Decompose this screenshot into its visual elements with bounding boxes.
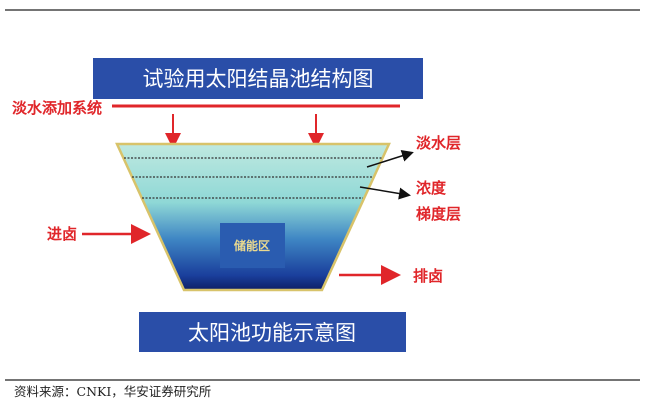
fresh-water-system-label: 淡水添加系统 bbox=[12, 99, 102, 117]
gradient-layer-pointer bbox=[359, 186, 411, 200]
storage-zone-label: 储能区 bbox=[234, 238, 270, 253]
bottom-banner: 太阳池功能示意图 bbox=[139, 312, 406, 352]
fresh-water-layer-label: 淡水层 bbox=[416, 134, 461, 152]
top-banner: 试验用太阳结晶池结构图 bbox=[93, 58, 423, 99]
gradient-layer-label-1: 浓度 bbox=[416, 179, 447, 197]
pond-trapezoid bbox=[115, 142, 391, 292]
storage-zone: 储能区 bbox=[220, 223, 285, 268]
top-banner-title: 试验用太阳结晶池结构图 bbox=[143, 67, 374, 91]
fresh-layer-pointer bbox=[366, 150, 414, 168]
brine-in-label: 进卤 bbox=[47, 225, 77, 243]
brine-out-label: 排卤 bbox=[413, 267, 443, 285]
source-note: 资料来源：CNKI，华安证券研究所 bbox=[14, 384, 211, 399]
gradient-layer-label-2: 梯度层 bbox=[416, 205, 461, 223]
bottom-banner-title: 太阳池功能示意图 bbox=[188, 321, 356, 345]
